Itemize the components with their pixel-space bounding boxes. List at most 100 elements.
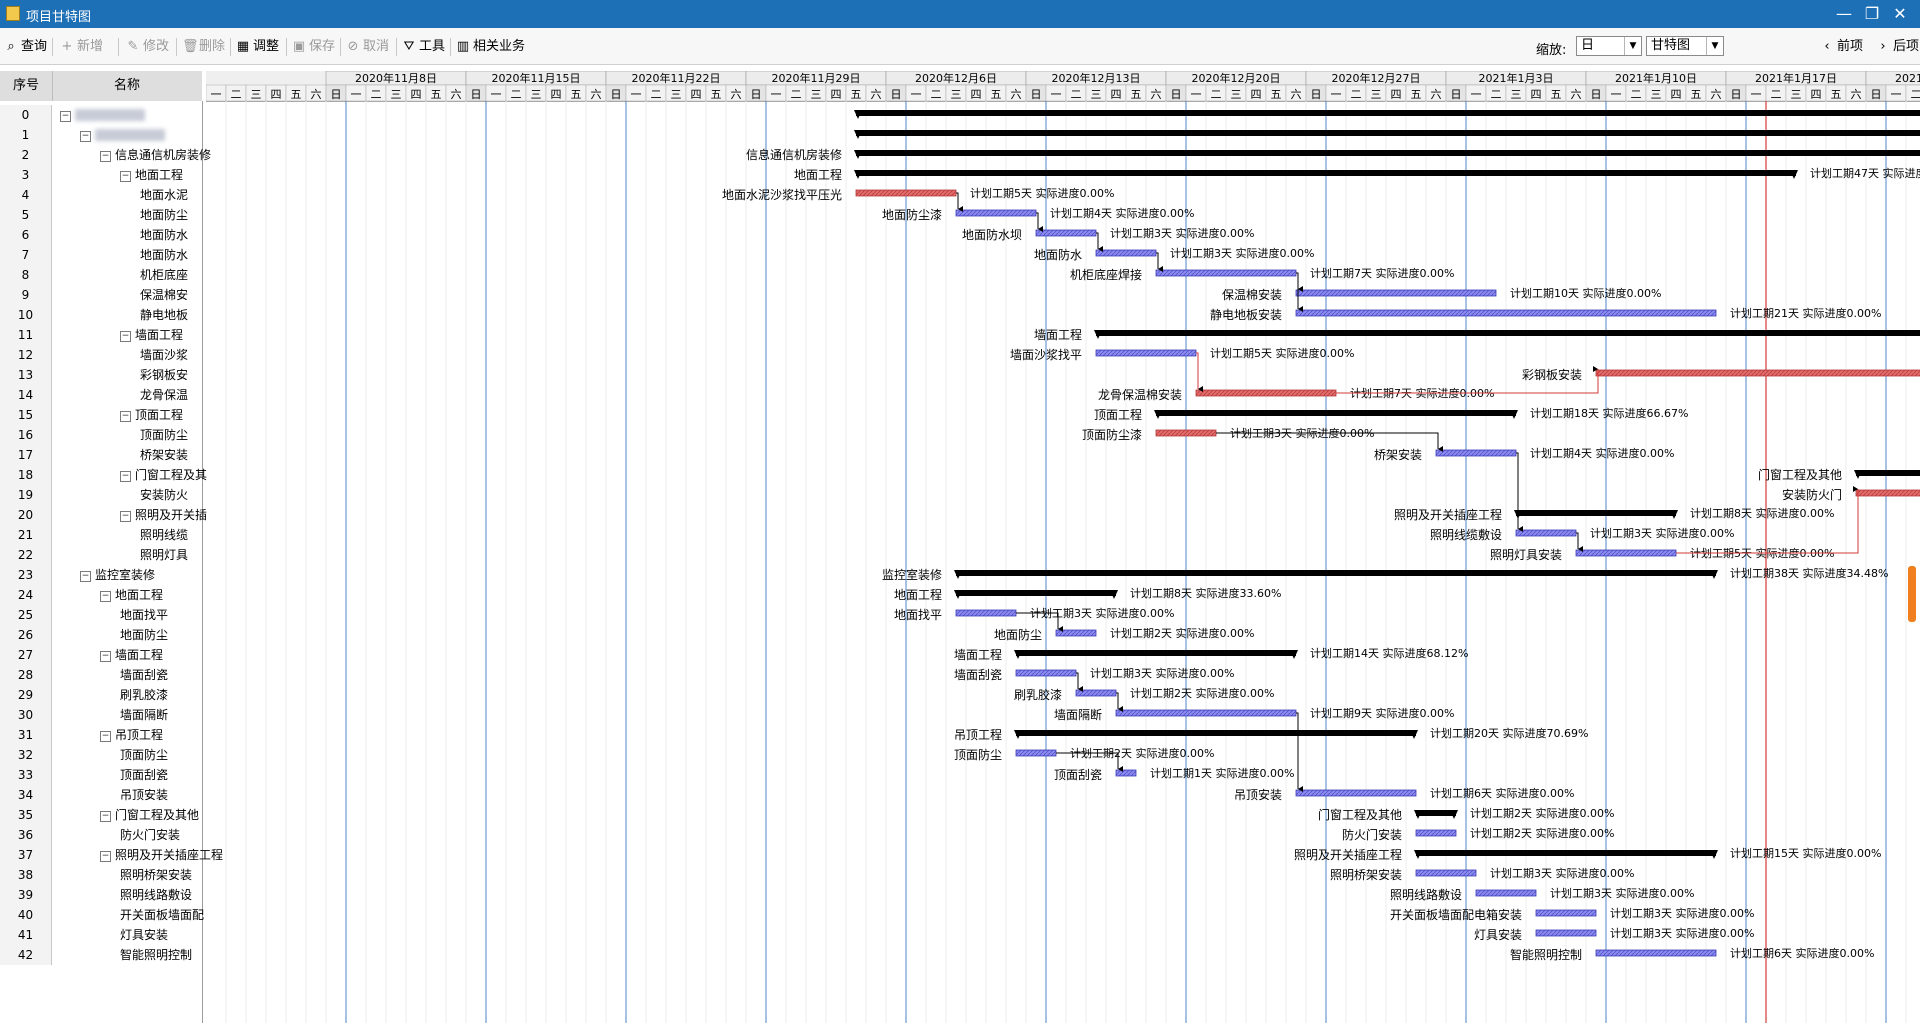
- row-number[interactable]: 34: [0, 785, 52, 805]
- row-number[interactable]: 31: [0, 725, 52, 745]
- maximize-icon[interactable]: ❐: [1858, 2, 1886, 26]
- row-number[interactable]: 22: [0, 545, 52, 565]
- summary-bar[interactable]: [856, 170, 1796, 176]
- collapse-toggle-icon[interactable]: −: [100, 731, 111, 742]
- row-number[interactable]: 24: [0, 585, 52, 605]
- row-number[interactable]: 40: [0, 905, 52, 925]
- task-bar[interactable]: [1436, 450, 1516, 456]
- add-button[interactable]: +新增: [60, 38, 103, 56]
- zoom-select[interactable]: 日 ▼: [1576, 36, 1642, 56]
- collapse-toggle-icon[interactable]: −: [80, 131, 91, 142]
- task-bar[interactable]: [1036, 230, 1096, 236]
- summary-bar[interactable]: [1856, 470, 1920, 476]
- row-number[interactable]: 39: [0, 885, 52, 905]
- row-number[interactable]: 11: [0, 325, 52, 345]
- column-header-seq[interactable]: 序号: [0, 71, 53, 101]
- critical-task-bar[interactable]: [1196, 390, 1336, 396]
- row-number[interactable]: 1: [0, 125, 52, 145]
- collapse-toggle-icon[interactable]: −: [120, 331, 131, 342]
- prev-item-button[interactable]: ‹前项: [1820, 38, 1863, 56]
- row-number[interactable]: 29: [0, 685, 52, 705]
- minimize-icon[interactable]: —: [1830, 2, 1858, 26]
- row-number[interactable]: 14: [0, 385, 52, 405]
- task-bar[interactable]: [1116, 770, 1136, 776]
- row-number[interactable]: 16: [0, 425, 52, 445]
- scrollbar-thumb[interactable]: [1908, 566, 1916, 622]
- delete-button[interactable]: 🗑删除: [182, 38, 225, 56]
- column-header-name[interactable]: 名称: [52, 71, 202, 101]
- task-bar[interactable]: [1416, 830, 1456, 836]
- task-bar[interactable]: [1296, 290, 1496, 296]
- collapse-toggle-icon[interactable]: −: [100, 851, 111, 862]
- row-number[interactable]: 2: [0, 145, 52, 165]
- task-bar[interactable]: [1116, 710, 1296, 716]
- row-number[interactable]: 36: [0, 825, 52, 845]
- task-bar[interactable]: [1076, 690, 1116, 696]
- summary-bar[interactable]: [856, 130, 1920, 136]
- critical-task-bar[interactable]: [1856, 490, 1920, 496]
- row-number[interactable]: 20: [0, 505, 52, 525]
- row-number[interactable]: 35: [0, 805, 52, 825]
- collapse-toggle-icon[interactable]: −: [60, 111, 71, 122]
- view-select[interactable]: 甘特图 ▼: [1646, 36, 1724, 56]
- adjust-button[interactable]: ▦调整: [236, 38, 279, 56]
- row-number[interactable]: 30: [0, 705, 52, 725]
- task-bar[interactable]: [1536, 910, 1596, 916]
- critical-task-bar[interactable]: [856, 190, 956, 196]
- row-number[interactable]: 41: [0, 925, 52, 945]
- row-number[interactable]: 10: [0, 305, 52, 325]
- task-name-cell[interactable]: −: [52, 125, 230, 145]
- save-button[interactable]: ▣保存: [292, 38, 335, 56]
- summary-bar[interactable]: [1416, 850, 1716, 856]
- row-number[interactable]: 15: [0, 405, 52, 425]
- summary-bar[interactable]: [1156, 410, 1516, 416]
- row-number[interactable]: 17: [0, 445, 52, 465]
- task-bar[interactable]: [1516, 530, 1576, 536]
- collapse-toggle-icon[interactable]: −: [100, 591, 111, 602]
- row-number[interactable]: 23: [0, 565, 52, 585]
- edit-button[interactable]: ✎修改: [126, 38, 169, 56]
- row-number[interactable]: 18: [0, 465, 52, 485]
- row-number[interactable]: 12: [0, 345, 52, 365]
- task-bar[interactable]: [1016, 750, 1056, 756]
- task-bar[interactable]: [956, 210, 1036, 216]
- task-name-cell[interactable]: −: [52, 105, 210, 125]
- task-bar[interactable]: [1416, 870, 1476, 876]
- row-number[interactable]: 38: [0, 865, 52, 885]
- summary-bar[interactable]: [856, 110, 1920, 116]
- task-bar[interactable]: [956, 610, 1016, 616]
- task-bar[interactable]: [1536, 930, 1596, 936]
- task-bar[interactable]: [1156, 270, 1296, 276]
- collapse-toggle-icon[interactable]: −: [120, 471, 131, 482]
- summary-bar[interactable]: [1416, 810, 1456, 816]
- task-bar[interactable]: [1096, 250, 1156, 256]
- related-business-button[interactable]: ▥相关业务: [456, 38, 525, 56]
- task-bar[interactable]: [1016, 670, 1076, 676]
- summary-bar[interactable]: [856, 150, 1920, 156]
- row-number[interactable]: 33: [0, 765, 52, 785]
- task-bar[interactable]: [1056, 630, 1096, 636]
- collapse-toggle-icon[interactable]: −: [100, 811, 111, 822]
- row-number[interactable]: 0: [0, 105, 52, 125]
- row-number[interactable]: 3: [0, 165, 52, 185]
- row-number[interactable]: 28: [0, 665, 52, 685]
- row-number[interactable]: 21: [0, 525, 52, 545]
- row-number[interactable]: 8: [0, 265, 52, 285]
- collapse-toggle-icon[interactable]: −: [120, 511, 131, 522]
- critical-task-bar[interactable]: [1596, 370, 1920, 376]
- row-number[interactable]: 7: [0, 245, 52, 265]
- row-number[interactable]: 27: [0, 645, 52, 665]
- task-bar[interactable]: [1576, 550, 1676, 556]
- row-number[interactable]: 26: [0, 625, 52, 645]
- task-bar[interactable]: [1596, 950, 1716, 956]
- cancel-button[interactable]: ⊘取消: [346, 38, 389, 56]
- collapse-toggle-icon[interactable]: −: [100, 651, 111, 662]
- summary-bar[interactable]: [1516, 510, 1676, 516]
- task-bar[interactable]: [1476, 890, 1536, 896]
- summary-bar[interactable]: [1016, 650, 1296, 656]
- summary-bar[interactable]: [956, 590, 1116, 596]
- collapse-toggle-icon[interactable]: −: [120, 171, 131, 182]
- row-number[interactable]: 4: [0, 185, 52, 205]
- row-number[interactable]: 19: [0, 485, 52, 505]
- row-number[interactable]: 9: [0, 285, 52, 305]
